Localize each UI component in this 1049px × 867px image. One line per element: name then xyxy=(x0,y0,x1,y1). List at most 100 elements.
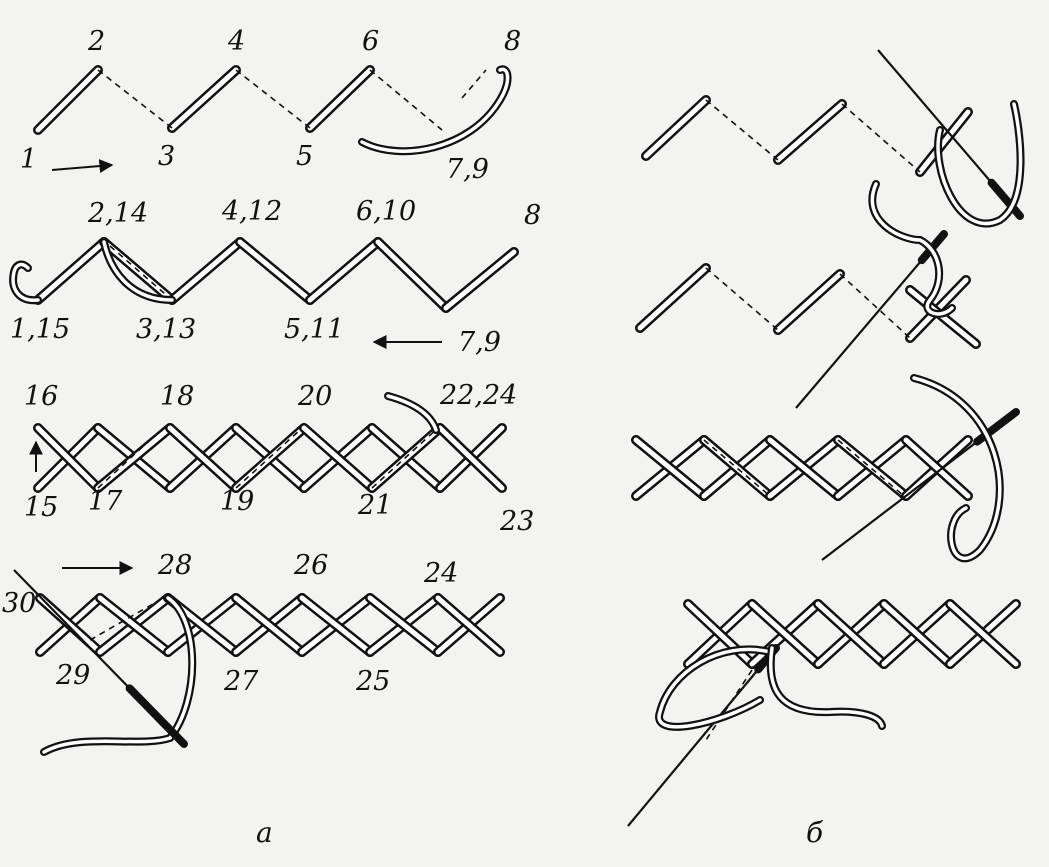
row1-stitch xyxy=(305,65,375,133)
needle-icon xyxy=(13,569,188,748)
row3-stitch xyxy=(435,423,507,493)
back-stitch-dashed-line xyxy=(839,273,911,339)
stitch-layer xyxy=(33,65,1021,741)
b-row3-stitch xyxy=(631,435,709,501)
row4-label-25: 25 xyxy=(355,666,390,697)
row3-label-16: 16 xyxy=(24,381,58,412)
back-stitch-dashed-line xyxy=(89,599,161,641)
b-row4-stitch xyxy=(747,599,823,669)
row1-label-2: 2 xyxy=(87,26,105,57)
row1-labels: 1 2 3 4 5 6 7,9 8 xyxy=(20,26,521,185)
b-row3-stitch xyxy=(765,435,843,501)
row1-thread xyxy=(358,65,512,156)
b-row3-stitch xyxy=(901,435,973,501)
row3-label-23: 23 xyxy=(499,506,534,537)
b-row4-thread-right xyxy=(766,644,886,730)
row3-label-19: 19 xyxy=(220,486,254,517)
b-row1-stitch xyxy=(773,99,847,165)
b-row2-thread xyxy=(868,180,956,318)
panel-a-caption: а xyxy=(256,816,273,849)
b-row1-stitch xyxy=(641,95,711,161)
back-stitch-dashed-line xyxy=(461,69,487,99)
row1-label-8: 8 xyxy=(504,26,521,57)
back-stitch-dashed-line xyxy=(705,669,753,741)
row2-label-7-9: 7,9 xyxy=(458,327,501,358)
b-row1-thread xyxy=(934,100,1025,228)
back-stitch-dashed-line xyxy=(235,69,311,129)
row2-stitch xyxy=(235,237,315,305)
row1-direction-arrow-icon xyxy=(51,159,114,174)
row4-label-26: 26 xyxy=(293,550,328,581)
row4-label-29: 29 xyxy=(55,660,90,691)
needle-icon xyxy=(627,644,780,827)
row3-stitch xyxy=(299,423,377,493)
row4-label-27: 27 xyxy=(223,666,259,697)
b-row3-thread xyxy=(910,374,1004,563)
row4-stitch xyxy=(433,593,505,657)
row4-stitch xyxy=(95,593,173,657)
row2-stitch xyxy=(441,247,519,313)
back-stitch-dashed-line xyxy=(837,439,905,497)
row2-label-5-11: 5,11 xyxy=(284,314,344,345)
row3-label-22-24: 22,24 xyxy=(439,380,517,411)
back-stitch-dashed-line xyxy=(705,267,779,331)
needle-thread-layer xyxy=(9,49,1025,827)
row1-stitch xyxy=(167,65,241,133)
row2-label-8: 8 xyxy=(524,200,541,231)
b-row4-stitch xyxy=(813,599,889,669)
back-stitch-dashed-line xyxy=(705,99,779,161)
row2-thread-return xyxy=(100,238,176,304)
row1-label-6: 6 xyxy=(362,26,379,57)
back-stitch-dashed-line xyxy=(97,69,173,129)
row1-label-3: 3 xyxy=(158,141,175,172)
row3-label-20: 20 xyxy=(297,381,332,412)
row1-stitch xyxy=(33,65,103,135)
row2-label-4-12: 4,12 xyxy=(221,196,282,227)
row4-label-30: 30 xyxy=(2,588,36,619)
b-row1-stitch xyxy=(915,107,973,177)
row3-labels: 16 18 20 22,24 15 17 19 21 23 xyxy=(24,380,534,537)
back-stitch-dashed-line xyxy=(371,427,439,489)
row4-labels: 30 28 26 24 29 27 25 xyxy=(2,550,458,697)
b-row4-stitch xyxy=(945,599,1021,669)
row4-stitch xyxy=(297,593,375,657)
row2-stitch xyxy=(305,237,383,305)
row2-stitch xyxy=(33,237,109,305)
row2-label-2-14: 2,14 xyxy=(87,198,148,229)
row4-thread xyxy=(40,594,197,756)
back-stitch-dashed-line xyxy=(97,439,151,489)
row2-stitch xyxy=(167,237,245,305)
back-stitch-dashed-line xyxy=(235,429,301,489)
row1-label-4: 4 xyxy=(227,26,245,57)
row3-label-17: 17 xyxy=(88,486,123,517)
row2-thread-start xyxy=(9,260,42,305)
row3-label-18: 18 xyxy=(160,381,194,412)
row3-stitch xyxy=(33,423,103,493)
back-stitch-dashed-line xyxy=(841,103,921,173)
row4-label-28: 28 xyxy=(157,550,192,581)
back-stitch-dashed-line xyxy=(109,245,173,301)
b-row4-stitch xyxy=(683,599,757,669)
b-row4-thread-left xyxy=(655,645,774,731)
panel-b-caption: б xyxy=(806,816,824,849)
b-row2-stitch xyxy=(635,263,711,333)
direction-arrows xyxy=(29,159,442,575)
row2-stitch xyxy=(373,237,451,313)
row4-label-24: 24 xyxy=(423,558,458,589)
row3-stitch xyxy=(165,423,241,493)
needle-icon xyxy=(877,49,1024,220)
row3-label-21: 21 xyxy=(357,490,392,521)
back-stitch-dashed-line xyxy=(369,69,443,131)
row4-stitch xyxy=(365,593,443,657)
row2-label-6-10: 6,10 xyxy=(356,196,416,227)
b-row2-stitch xyxy=(773,269,845,335)
row2-labels: 2,14 4,12 6,10 8 1,15 3,13 5,11 7,9 xyxy=(10,196,541,358)
row1-label-5: 5 xyxy=(296,141,313,172)
row3-thread xyxy=(384,392,440,434)
row2-label-3-13: 3,13 xyxy=(136,314,196,345)
row3-label-15: 15 xyxy=(24,492,58,523)
b-row4-stitch xyxy=(879,599,955,669)
row2-label-1-15: 1,15 xyxy=(10,314,70,345)
back-stitch-dashed-line xyxy=(703,439,771,497)
